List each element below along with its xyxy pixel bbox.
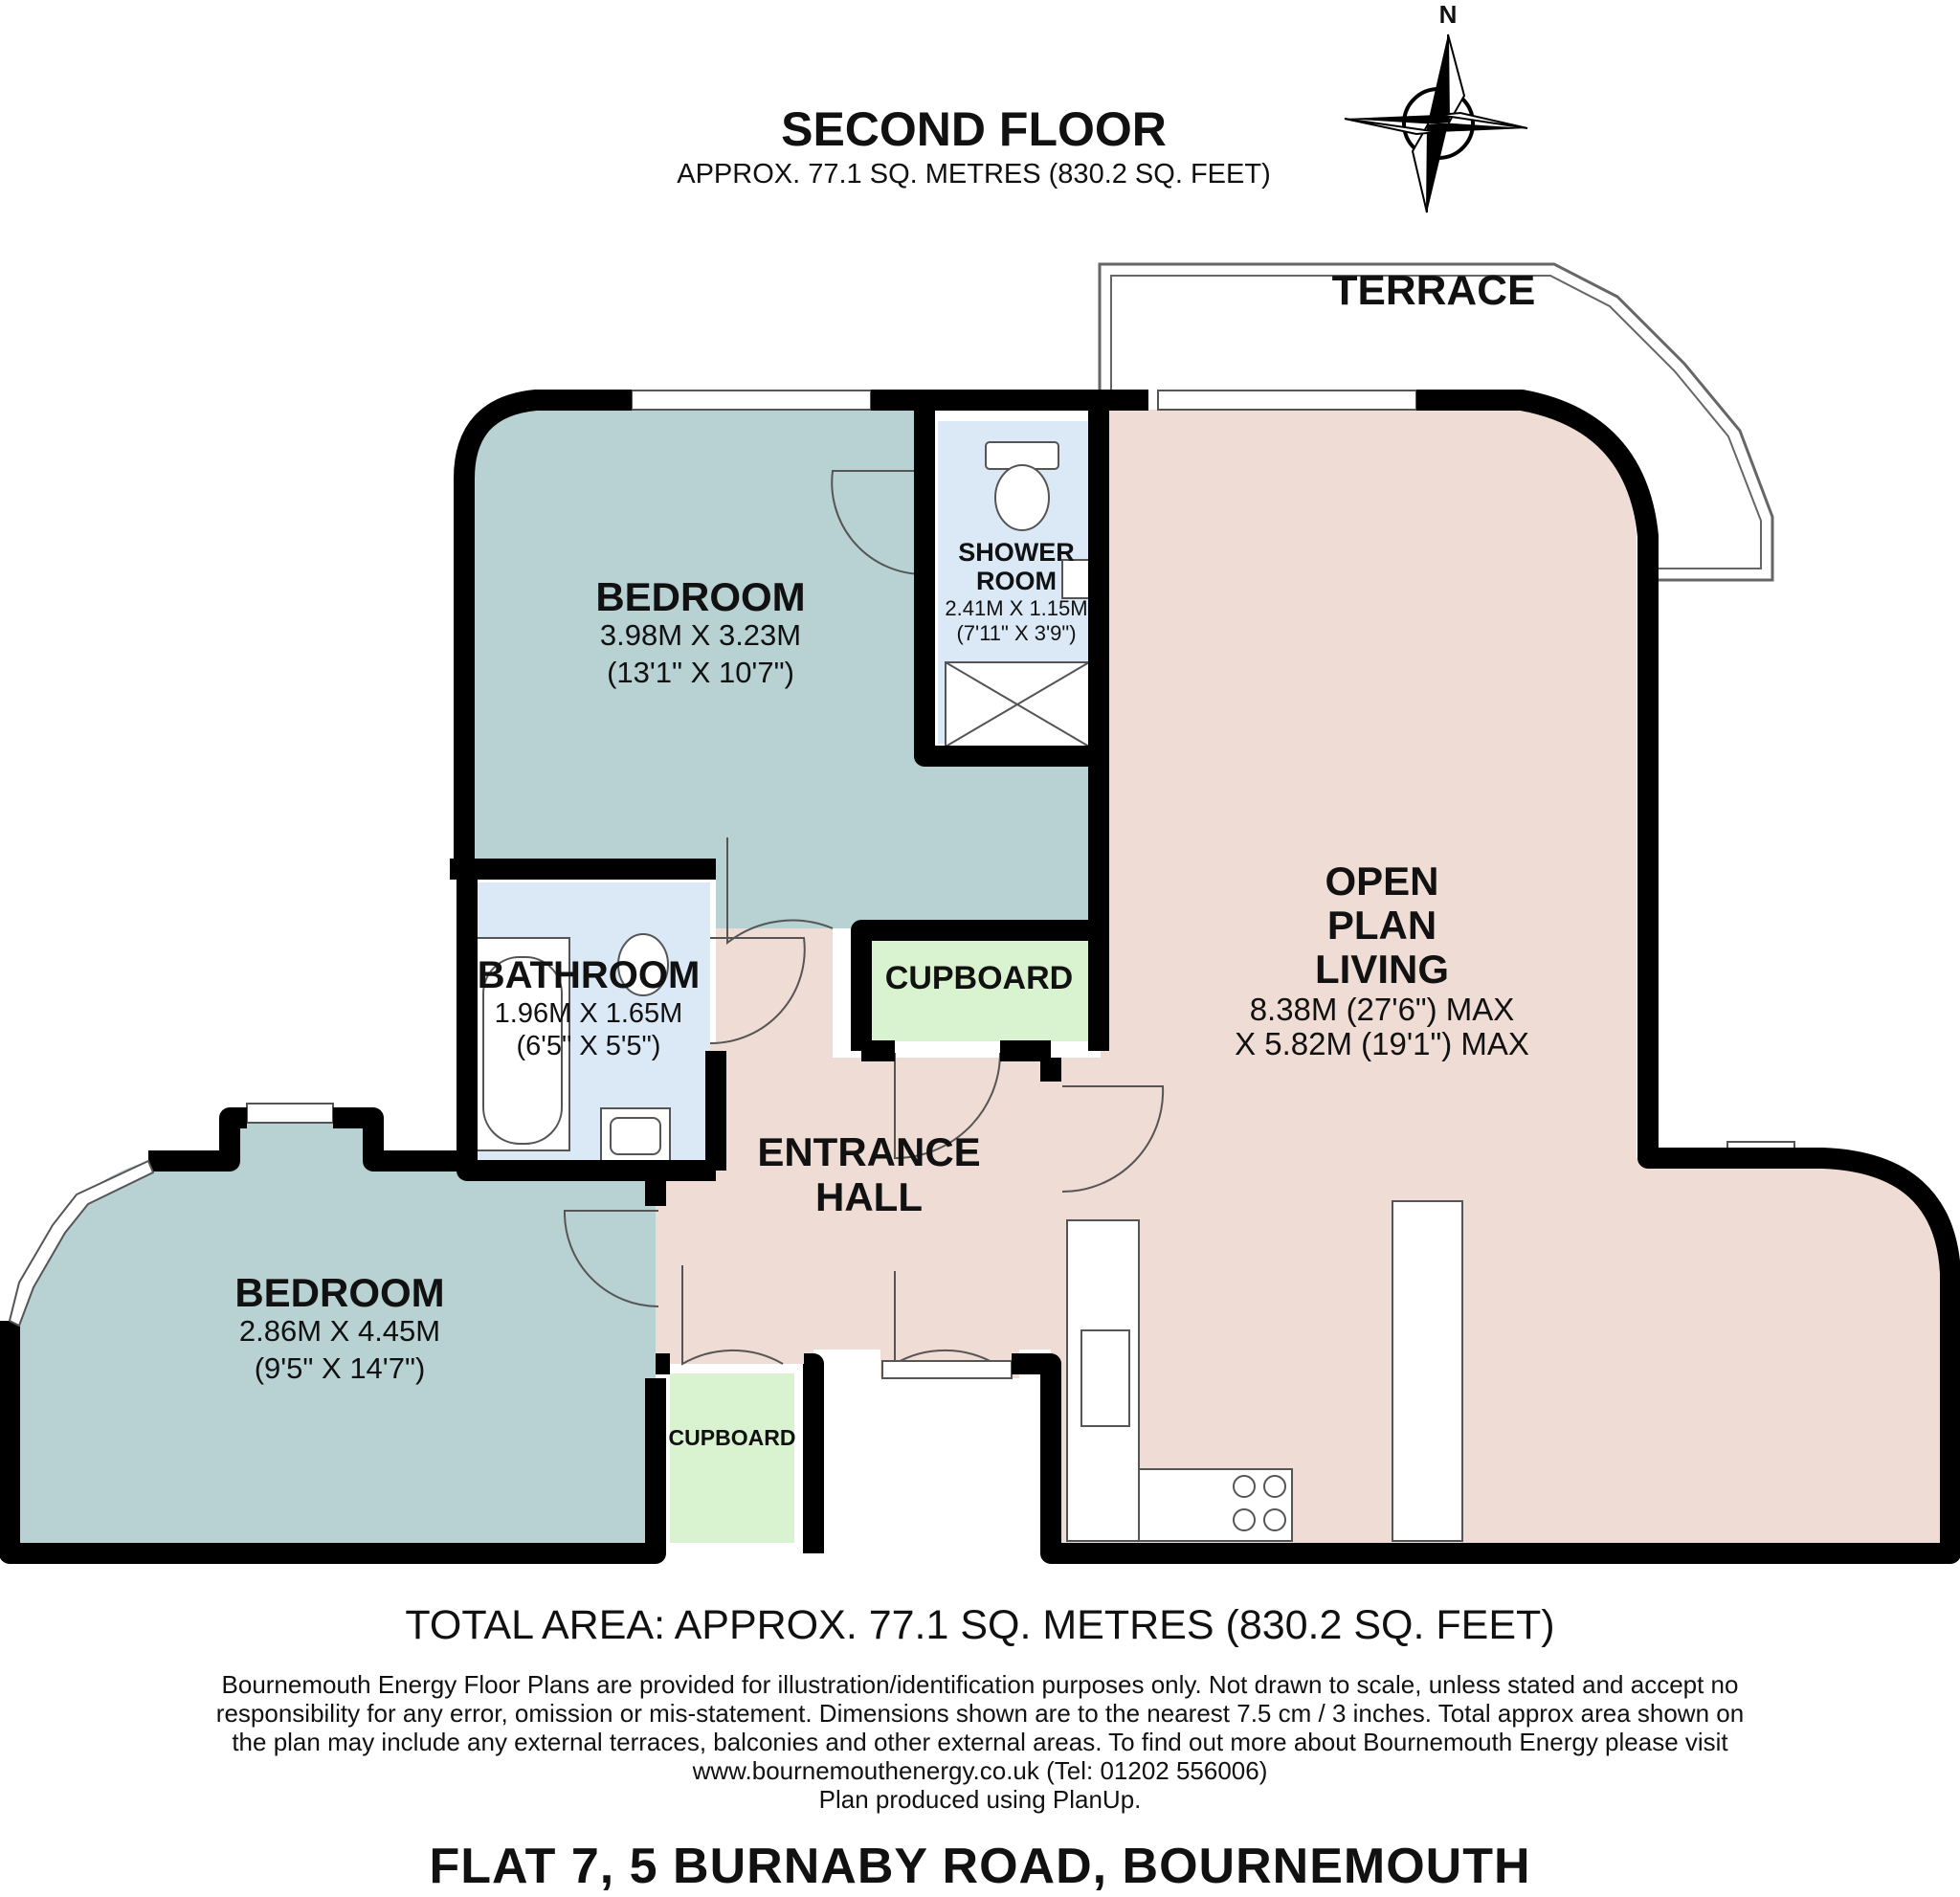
cupboard-1-floor bbox=[866, 936, 1096, 1041]
fixtures bbox=[475, 441, 1463, 1542]
terrace bbox=[1098, 262, 1774, 582]
open-plan-dims-1: 8.38M (27'6") MAX bbox=[1250, 992, 1515, 1027]
open-plan-label-3: LIVING bbox=[1315, 947, 1449, 992]
property-address: FLAT 7, 5 BURNABY ROAD, BOURNEMOUTH bbox=[429, 1839, 1531, 1894]
open-plan-label-1: OPEN bbox=[1325, 859, 1438, 904]
bedroom-1-label: BEDROOM bbox=[595, 574, 805, 619]
north-compass-icon: N bbox=[1344, 0, 1528, 213]
open-plan-label-2: PLAN bbox=[1327, 903, 1437, 948]
open-plan-living-floor bbox=[1051, 410, 1943, 1543]
walls bbox=[0, 390, 1960, 1564]
terrace-label: TERRACE bbox=[1332, 267, 1536, 314]
bedroom-1-floor bbox=[474, 410, 1101, 928]
bay-window bbox=[8, 1159, 155, 1328]
room-labels: TERRACE BEDROOM 3.98M X 3.23M (13'1" X 1… bbox=[234, 267, 1535, 1450]
disclaimer-line: Plan produced using PlanUp. bbox=[818, 1785, 1142, 1814]
bedroom-1-dims-ft: (13'1" X 10'7") bbox=[607, 656, 794, 689]
entrance-hall-label-2: HALL bbox=[815, 1174, 923, 1219]
cupboard-1-label: CUPBOARD bbox=[885, 960, 1073, 996]
bathroom-label: BATHROOM bbox=[478, 954, 701, 996]
disclaimer-line: Bournemouth Energy Floor Plans are provi… bbox=[221, 1670, 1739, 1699]
shower-room-dims-m: 2.41M X 1.15M bbox=[945, 596, 1087, 620]
cupboard-2-floor bbox=[670, 1373, 794, 1543]
shower-room-label-1: SHOWER bbox=[958, 538, 1075, 567]
entrance-hall-label-1: ENTRANCE bbox=[757, 1129, 980, 1174]
cupboard-2-label: CUPBOARD bbox=[669, 1425, 796, 1450]
total-area: TOTAL AREA: APPROX. 77.1 SQ. METRES (830… bbox=[405, 1602, 1555, 1648]
doors bbox=[563, 470, 1165, 1366]
north-label: N bbox=[1439, 0, 1458, 29]
bedroom-2-floor bbox=[15, 1118, 656, 1543]
room-fills bbox=[15, 410, 1943, 1543]
bathroom-dims-m: 1.96M X 1.65M bbox=[495, 998, 683, 1029]
bedroom-2-dims-m: 2.86M X 4.45M bbox=[239, 1314, 440, 1348]
bedroom-2-label: BEDROOM bbox=[234, 1270, 444, 1315]
bedroom-1-dims-m: 3.98M X 3.23M bbox=[600, 618, 801, 652]
floor-area: APPROX. 77.1 SQ. METRES (830.2 SQ. FEET) bbox=[677, 159, 1271, 190]
shower-room-label-2: ROOM bbox=[976, 567, 1057, 595]
bathroom-dims-ft: (6'5" X 5'5") bbox=[517, 1031, 661, 1061]
disclaimer: Bournemouth Energy Floor Plans are provi… bbox=[124, 1670, 1836, 1814]
disclaimer-line: responsibility for any error, omission o… bbox=[215, 1699, 1745, 1728]
disclaimer-line: www.bournemouthenergy.co.uk (Tel: 01202 … bbox=[692, 1756, 1268, 1785]
floor-title: SECOND FLOOR bbox=[781, 102, 1167, 156]
disclaimer-line: the plan may include any external terrac… bbox=[232, 1728, 1728, 1756]
open-plan-dims-2: X 5.82M (19'1") MAX bbox=[1235, 1026, 1529, 1061]
bedroom-2-dims-ft: (9'5" X 14'7") bbox=[255, 1351, 426, 1385]
shower-room-dims-ft: (7'11" X 3'9") bbox=[956, 621, 1076, 645]
entrance-hall-floor bbox=[656, 928, 1051, 1378]
